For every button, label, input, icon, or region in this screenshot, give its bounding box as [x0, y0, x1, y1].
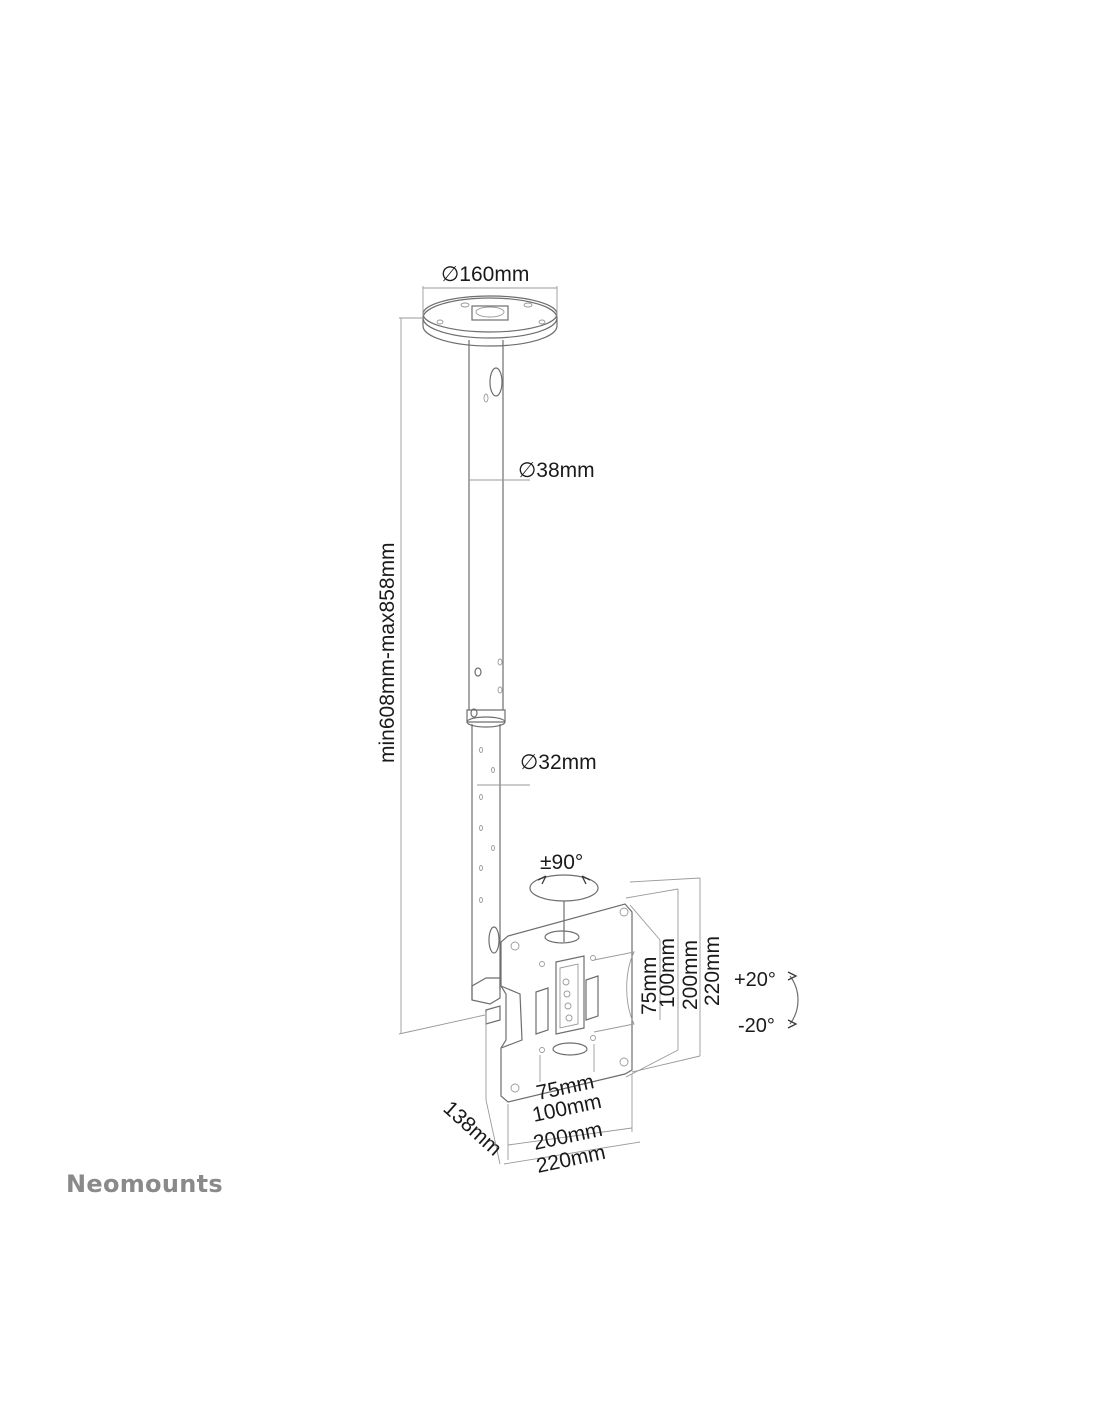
depth-label: 138mm — [439, 1097, 506, 1161]
upper-tube-diameter-label: ∅38mm — [518, 459, 595, 482]
tilt-up-label: +20° — [734, 969, 776, 991]
vesa-v-220-label: 220mm — [701, 936, 724, 1006]
base-diameter-label: ∅160mm — [441, 263, 529, 286]
height-dimension-lines — [398, 317, 486, 1035]
rotation-indicator — [529, 874, 599, 942]
ceiling-plate — [422, 286, 558, 347]
height-range-label: min608mm-max858mm — [376, 542, 399, 763]
depth-dimension-lines — [485, 1099, 501, 1165]
vesa-v-100-label: 100mm — [656, 938, 679, 1008]
vesa-plate — [485, 903, 633, 1103]
upper-tube — [466, 340, 530, 728]
rotation-label: ±90° — [540, 851, 583, 874]
vesa-horizontal-dimension-lines — [503, 1044, 641, 1165]
vesa-v-200-label: 200mm — [679, 940, 702, 1010]
lower-tube-diameter-label: ∅32mm — [520, 751, 597, 774]
brand-logo: Neomounts — [66, 1170, 223, 1198]
tilt-indicator — [787, 971, 799, 1029]
lower-tube — [471, 724, 530, 1005]
vesa-vertical-dimension-lines — [593, 877, 701, 1078]
vesa-v-75-label: 75mm — [638, 957, 661, 1015]
tilt-down-label: -20° — [738, 1015, 775, 1037]
